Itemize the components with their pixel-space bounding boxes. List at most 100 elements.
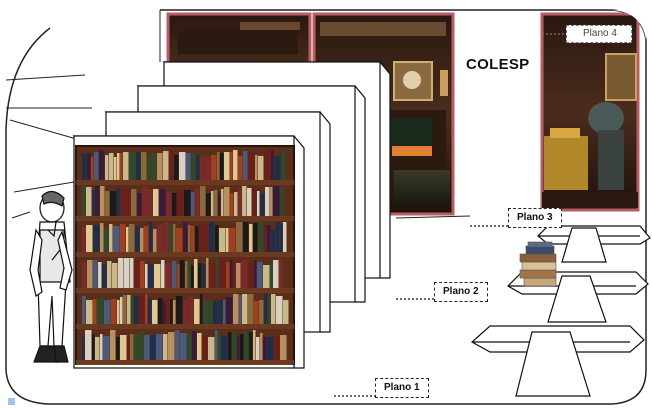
book-spine [82, 337, 85, 360]
book-spine [198, 263, 202, 288]
book-spine [177, 264, 180, 288]
book-spine [166, 297, 170, 324]
book-spine [279, 260, 283, 288]
book-spine [257, 262, 263, 288]
book-spine [200, 156, 204, 180]
book-spine [107, 261, 112, 288]
book-spine [215, 330, 218, 360]
book-spine [265, 187, 270, 216]
book-spine [127, 295, 131, 324]
book-spine [131, 189, 137, 216]
book-spine [91, 157, 94, 180]
book-spine [109, 224, 113, 252]
book-spine [192, 331, 197, 360]
book-spine [191, 226, 195, 252]
book-spine [134, 260, 140, 288]
book-spine [234, 192, 238, 216]
book-spine [209, 222, 215, 252]
book-spine [149, 222, 153, 252]
book-spine [93, 225, 100, 252]
book-spine [109, 153, 114, 180]
book-spine [252, 188, 257, 216]
bookcase-shelf-board [76, 288, 294, 293]
book-spine [229, 228, 236, 252]
book-spine [148, 264, 154, 288]
book-spine [163, 151, 169, 180]
book-spine [191, 192, 195, 216]
book-spine [92, 334, 95, 360]
book-spine [215, 225, 219, 252]
book-spine [280, 188, 284, 216]
book-spine [259, 300, 264, 324]
book-spine [180, 333, 187, 360]
book-spine [238, 156, 243, 180]
book-spine [153, 189, 159, 216]
book-spine [230, 260, 233, 288]
book-spine [241, 260, 248, 288]
book-spine [82, 262, 87, 288]
book-spine [219, 300, 223, 324]
book-spine [161, 260, 165, 288]
bookcase-shelf-board [76, 252, 294, 257]
book-spine [264, 224, 267, 252]
book-spine [191, 153, 196, 180]
colesp-title: COLESP [466, 56, 530, 73]
book-spine [249, 332, 253, 360]
book-spine [139, 295, 145, 324]
book-spine [184, 190, 191, 216]
book-spine [221, 336, 228, 360]
book-spine [163, 301, 166, 324]
book-spine [200, 294, 203, 324]
book-spine [218, 333, 221, 360]
book-spine [254, 301, 259, 324]
book-spine [147, 157, 150, 180]
book-spine [148, 298, 152, 324]
book-spine [116, 337, 120, 360]
book-spine [253, 223, 258, 252]
book-spine [233, 261, 236, 288]
book-spine [158, 298, 163, 324]
book-spine [93, 260, 98, 288]
book-spine [95, 337, 100, 360]
book-spine [260, 333, 263, 360]
book-spine [195, 226, 199, 252]
book-spine [121, 186, 128, 216]
book-spine [273, 260, 279, 288]
book-spine [226, 228, 229, 252]
book-spine [123, 152, 129, 180]
book-spine [244, 331, 249, 360]
book-spine [166, 192, 172, 216]
label-leader-lines [334, 33, 568, 397]
book-spine [159, 189, 166, 216]
book-spine [263, 265, 270, 288]
book-spine [117, 153, 120, 180]
book-spine [120, 153, 123, 180]
book-spine [247, 188, 252, 216]
book-spine [172, 261, 177, 288]
book-spine [224, 187, 230, 216]
book-spine [206, 193, 211, 216]
plano-2-label: Plano 2 [434, 282, 488, 302]
book-spine [248, 263, 254, 288]
book-spine [104, 229, 109, 252]
book-spine [233, 150, 238, 180]
book-spine [264, 151, 271, 180]
book-spine [123, 295, 127, 324]
book-spine [95, 186, 100, 216]
book-spine [82, 227, 86, 252]
book-spine [173, 224, 176, 252]
book-spine [140, 261, 145, 288]
book-spine [254, 260, 257, 288]
book-spine [209, 263, 216, 288]
book-spine [164, 222, 169, 252]
book-spine [94, 152, 99, 180]
book-spine [86, 187, 92, 216]
book-spine [219, 258, 226, 288]
book-spine [103, 336, 110, 360]
book-spine [100, 186, 105, 216]
book-spine [223, 300, 226, 324]
book-spine [105, 155, 109, 180]
book-spine [183, 300, 188, 324]
book-spine [112, 263, 118, 288]
book-spine [204, 225, 209, 252]
